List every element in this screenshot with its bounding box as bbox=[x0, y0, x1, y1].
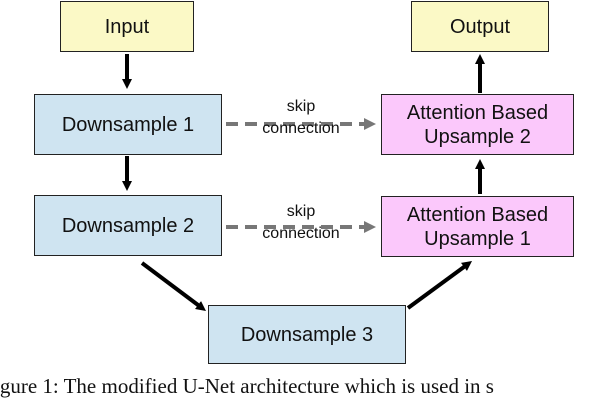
upsample2-label-line2: Upsample 2 bbox=[424, 125, 531, 148]
skip-label-2-line1: skip bbox=[286, 203, 316, 220]
upsample1-label-line2: Upsample 1 bbox=[424, 227, 531, 250]
output-label: Output bbox=[449, 15, 511, 38]
downsample1-node: Downsample 1 bbox=[34, 94, 222, 155]
skip-connection-label-2: skip connection bbox=[241, 201, 361, 245]
skip-label-2-line2: connection bbox=[262, 225, 340, 242]
downsample3-label: Downsample 3 bbox=[240, 323, 374, 346]
downsample2-node: Downsample 2 bbox=[34, 195, 222, 256]
output-node: Output bbox=[411, 1, 549, 52]
figure-caption: igure 1: The modified U-Net architecture… bbox=[0, 374, 494, 398]
input-node: Input bbox=[60, 1, 194, 52]
downsample1-label: Downsample 1 bbox=[61, 113, 195, 136]
arrow-downsample2-to-downsample3 bbox=[140, 261, 206, 311]
upsample1-node: Attention Based Upsample 1 bbox=[381, 196, 574, 257]
skip-connection-label-1: skip connection bbox=[241, 96, 361, 140]
skip-label-1-line2: connection bbox=[262, 120, 340, 137]
arrow-downsample3-to-upsample1 bbox=[406, 261, 473, 310]
downsample3-node: Downsample 3 bbox=[208, 305, 406, 364]
input-label: Input bbox=[104, 15, 150, 38]
upsample2-label-line1: Attention Based bbox=[406, 101, 549, 124]
downsample2-label: Downsample 2 bbox=[61, 214, 195, 237]
upsample1-label-line1: Attention Based bbox=[406, 203, 549, 226]
upsample2-node: Attention Based Upsample 2 bbox=[381, 94, 574, 155]
skip-label-1-line1: skip bbox=[286, 98, 316, 115]
